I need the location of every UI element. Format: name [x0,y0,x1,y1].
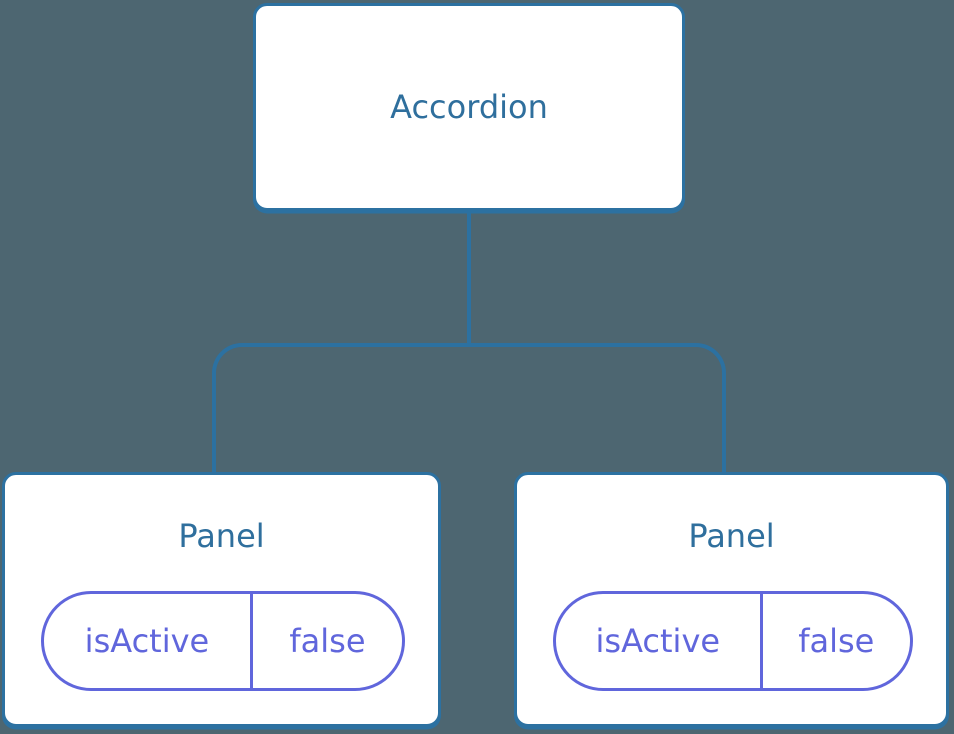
state-value: false [289,622,366,660]
state-value: false [798,622,875,660]
connector-stem [467,211,471,345]
panel-node-left: Panel isActive false [2,472,441,727]
panel-right-label: Panel [688,517,775,555]
panel-node-right: Panel isActive false [514,472,949,727]
panel-right-state-pill: isActive false [553,591,913,691]
accordion-node-label: Accordion [390,88,548,126]
state-key: isActive [556,594,763,688]
state-key: isActive [44,594,253,688]
panel-left-state-pill: isActive false [41,591,405,691]
accordion-node: Accordion [253,3,685,211]
panel-left-label: Panel [178,517,265,555]
connector-bracket [212,343,726,472]
